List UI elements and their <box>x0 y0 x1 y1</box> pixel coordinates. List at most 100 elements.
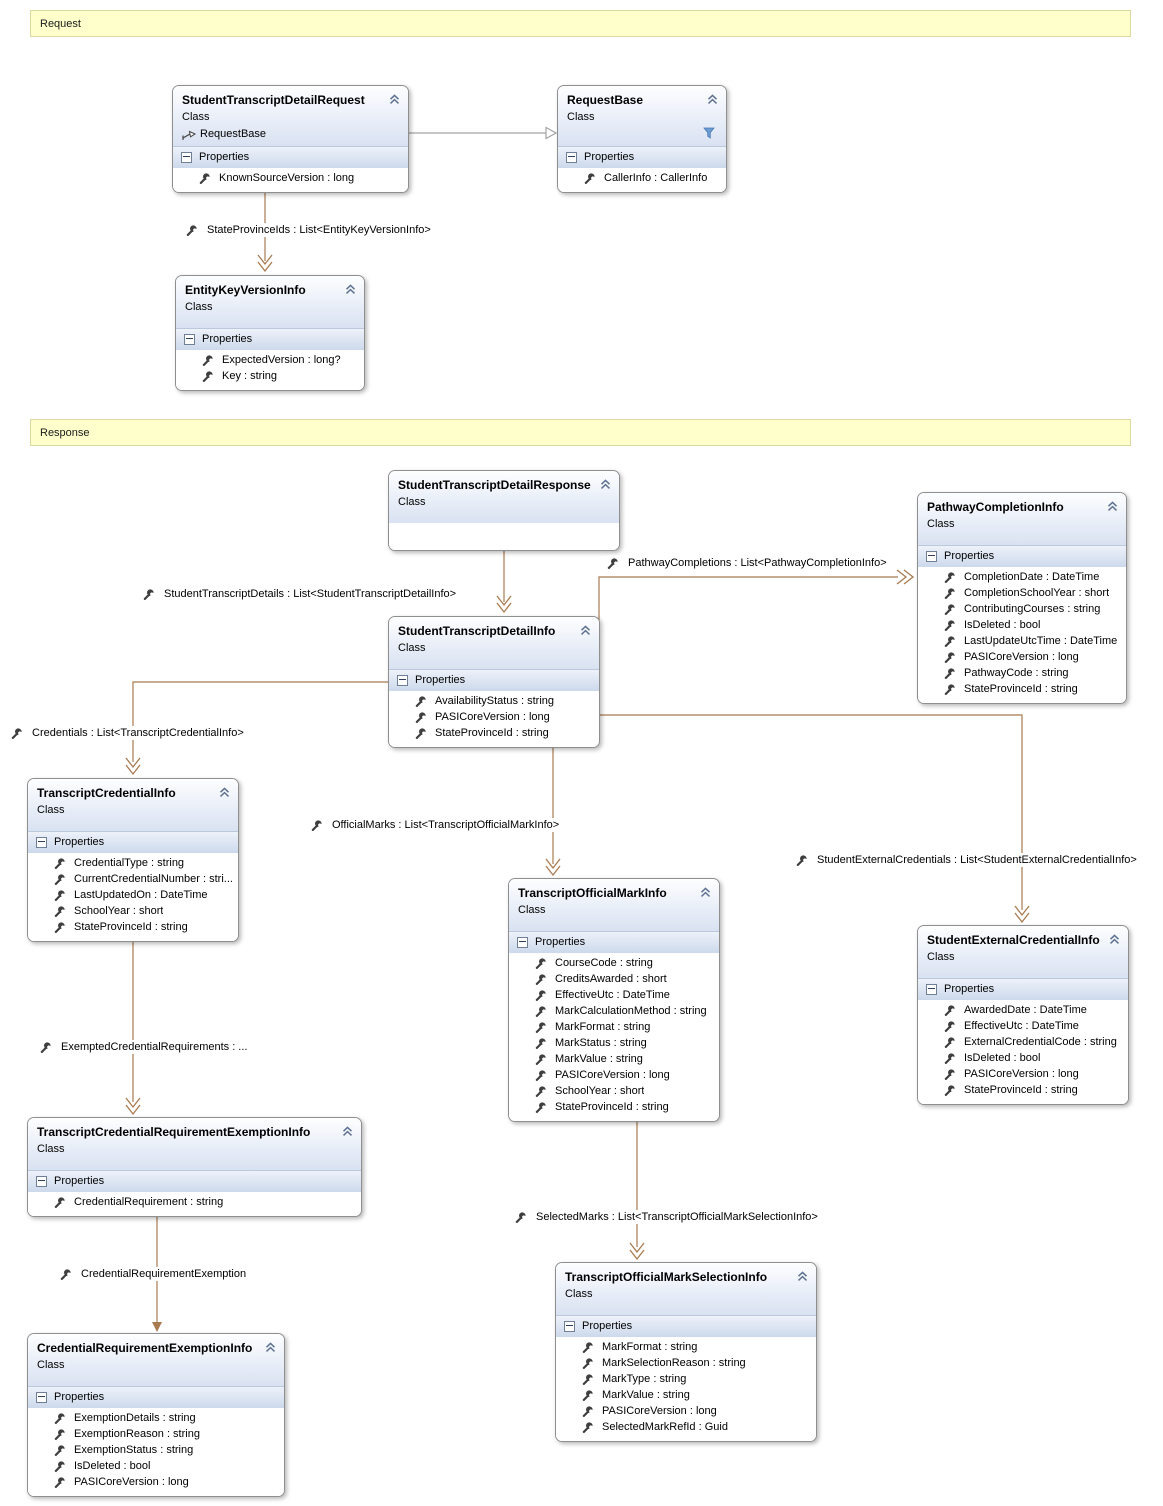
property-row[interactable]: StateProvinceId : string <box>389 725 595 741</box>
property-row[interactable]: MarkValue : string <box>556 1387 812 1403</box>
property-row[interactable]: PASICoreVersion : long <box>389 709 595 725</box>
property-row[interactable]: MarkSelectionReason : string <box>556 1355 812 1371</box>
collapse-minus-icon[interactable] <box>397 675 408 686</box>
property-row[interactable]: StateProvinceId : string <box>509 1099 715 1115</box>
collapse-minus-icon[interactable] <box>36 837 47 848</box>
properties-section-header[interactable]: Properties <box>28 1170 361 1192</box>
property-row[interactable]: ExpectedVersion : long? <box>176 352 360 368</box>
property-row[interactable]: CallerInfo : CallerInfo <box>558 170 722 186</box>
collapse-icon[interactable] <box>264 1341 277 1354</box>
collapse-icon[interactable] <box>706 93 719 106</box>
collapse-minus-icon[interactable] <box>36 1392 47 1403</box>
collapse-icon[interactable] <box>1108 933 1121 946</box>
request-section-header[interactable]: Request <box>30 10 1131 37</box>
connector-label-credentials[interactable]: Credentials : List<TranscriptCredentialI… <box>8 726 247 740</box>
connector-selectedMarks[interactable] <box>629 1118 645 1261</box>
property-row[interactable]: CredentialType : string <box>28 855 234 871</box>
connector-label-pathwayCompletions[interactable]: PathwayCompletions : List<PathwayComplet… <box>604 556 890 570</box>
property-row[interactable]: PASICoreVersion : long <box>918 1066 1124 1082</box>
property-row[interactable]: IsDeleted : bool <box>918 1050 1124 1066</box>
properties-section-header[interactable]: Properties <box>918 978 1128 1000</box>
property-row[interactable]: KnownSourceVersion : long <box>173 170 404 186</box>
property-row[interactable]: StateProvinceId : string <box>918 681 1122 697</box>
property-row[interactable]: SchoolYear : short <box>509 1083 715 1099</box>
property-row[interactable]: MarkCalculationMethod : string <box>509 1003 715 1019</box>
connector-label-stateProvinceIds[interactable]: StateProvinceIds : List<EntityKeyVersion… <box>183 223 434 237</box>
connector-label-exemptedCredentialRequirements[interactable]: ExemptedCredentialRequirements : ... <box>37 1040 251 1054</box>
connector-studentExternalCredentials[interactable] <box>595 714 1030 924</box>
connector-label-selectedMarks[interactable]: SelectedMarks : List<TranscriptOfficialM… <box>512 1210 821 1224</box>
collapse-icon[interactable] <box>1106 500 1119 513</box>
collapse-icon[interactable] <box>218 786 231 799</box>
properties-section-header[interactable]: Properties <box>556 1315 816 1337</box>
properties-section-header[interactable]: Properties <box>509 931 719 953</box>
collapse-minus-icon[interactable] <box>517 937 528 948</box>
property-row[interactable]: EffectiveUtc : DateTime <box>918 1018 1124 1034</box>
property-row[interactable]: MarkStatus : string <box>509 1035 715 1051</box>
property-row[interactable]: PathwayCode : string <box>918 665 1122 681</box>
property-row[interactable]: IsDeleted : bool <box>918 617 1122 633</box>
properties-section-header[interactable]: Properties <box>176 328 364 350</box>
property-row[interactable]: IsDeleted : bool <box>28 1458 280 1474</box>
property-row[interactable]: ExternalCredentialCode : string <box>918 1034 1124 1050</box>
property-row[interactable]: StateProvinceId : string <box>28 919 234 935</box>
connector-inherit-requestbase[interactable] <box>409 126 558 140</box>
collapse-minus-icon[interactable] <box>926 984 937 995</box>
collapse-icon[interactable] <box>388 93 401 106</box>
property-row[interactable]: SchoolYear : short <box>28 903 234 919</box>
collapse-minus-icon[interactable] <box>181 152 192 163</box>
property-row[interactable]: ExemptionStatus : string <box>28 1442 280 1458</box>
property-row[interactable]: CredentialRequirement : string <box>28 1194 357 1210</box>
property-row[interactable]: ExemptionDetails : string <box>28 1410 280 1426</box>
properties-section-header[interactable]: Properties <box>918 545 1126 567</box>
property-row[interactable]: AvailabilityStatus : string <box>389 693 595 709</box>
collapse-minus-icon[interactable] <box>564 1321 575 1332</box>
property-row[interactable]: PASICoreVersion : long <box>556 1403 812 1419</box>
connector-label-credentialRequirementExemption[interactable]: CredentialRequirementExemption <box>57 1267 250 1281</box>
property-row[interactable]: ContributingCourses : string <box>918 601 1122 617</box>
collapse-icon[interactable] <box>341 1125 354 1138</box>
connector-exemptedCredentialRequirements[interactable] <box>125 940 141 1116</box>
connector-label-studentExternalCredentials[interactable]: StudentExternalCredentials : List<Studen… <box>793 853 1140 867</box>
property-row[interactable]: SelectedMarkRefId : Guid <box>556 1419 812 1435</box>
property-row[interactable]: PASICoreVersion : long <box>28 1474 280 1490</box>
property-row[interactable]: StateProvinceId : string <box>918 1082 1124 1098</box>
filter-icon[interactable] <box>703 127 715 141</box>
class-box-TranscriptCredentialRequirementExemptionInfo[interactable]: TranscriptCredentialRequirementExemption… <box>27 1117 362 1217</box>
property-row[interactable]: CourseCode : string <box>509 955 715 971</box>
properties-section-header[interactable]: Properties <box>28 831 238 853</box>
property-row[interactable]: MarkType : string <box>556 1371 812 1387</box>
connector-studentTranscriptDetails[interactable] <box>496 545 512 614</box>
property-row[interactable]: CreditsAwarded : short <box>509 971 715 987</box>
collapse-minus-icon[interactable] <box>184 334 195 345</box>
property-row[interactable]: CurrentCredentialNumber : stri... <box>28 871 234 887</box>
collapse-minus-icon[interactable] <box>36 1176 47 1187</box>
properties-section-header[interactable]: Properties <box>28 1386 284 1408</box>
property-row[interactable]: LastUpdateUtcTime : DateTime <box>918 633 1122 649</box>
collapse-minus-icon[interactable] <box>566 152 577 163</box>
property-row[interactable]: Key : string <box>176 368 360 384</box>
connector-pathwayCompletions[interactable] <box>598 569 915 620</box>
property-row[interactable]: PASICoreVersion : long <box>918 649 1122 665</box>
connector-officialMarks[interactable] <box>545 738 561 877</box>
property-row[interactable]: EffectiveUtc : DateTime <box>509 987 715 1003</box>
property-row[interactable]: CompletionSchoolYear : short <box>918 585 1122 601</box>
collapse-icon[interactable] <box>699 886 712 899</box>
connector-label-studentTranscriptDetails[interactable]: StudentTranscriptDetails : List<StudentT… <box>140 587 460 601</box>
property-row[interactable]: LastUpdatedOn : DateTime <box>28 887 234 903</box>
collapse-icon[interactable] <box>579 624 592 637</box>
property-row[interactable]: AwardedDate : DateTime <box>918 1002 1124 1018</box>
property-row[interactable]: MarkFormat : string <box>556 1339 812 1355</box>
properties-section-header[interactable]: Properties <box>173 146 408 168</box>
properties-section-header[interactable]: Properties <box>558 146 726 168</box>
